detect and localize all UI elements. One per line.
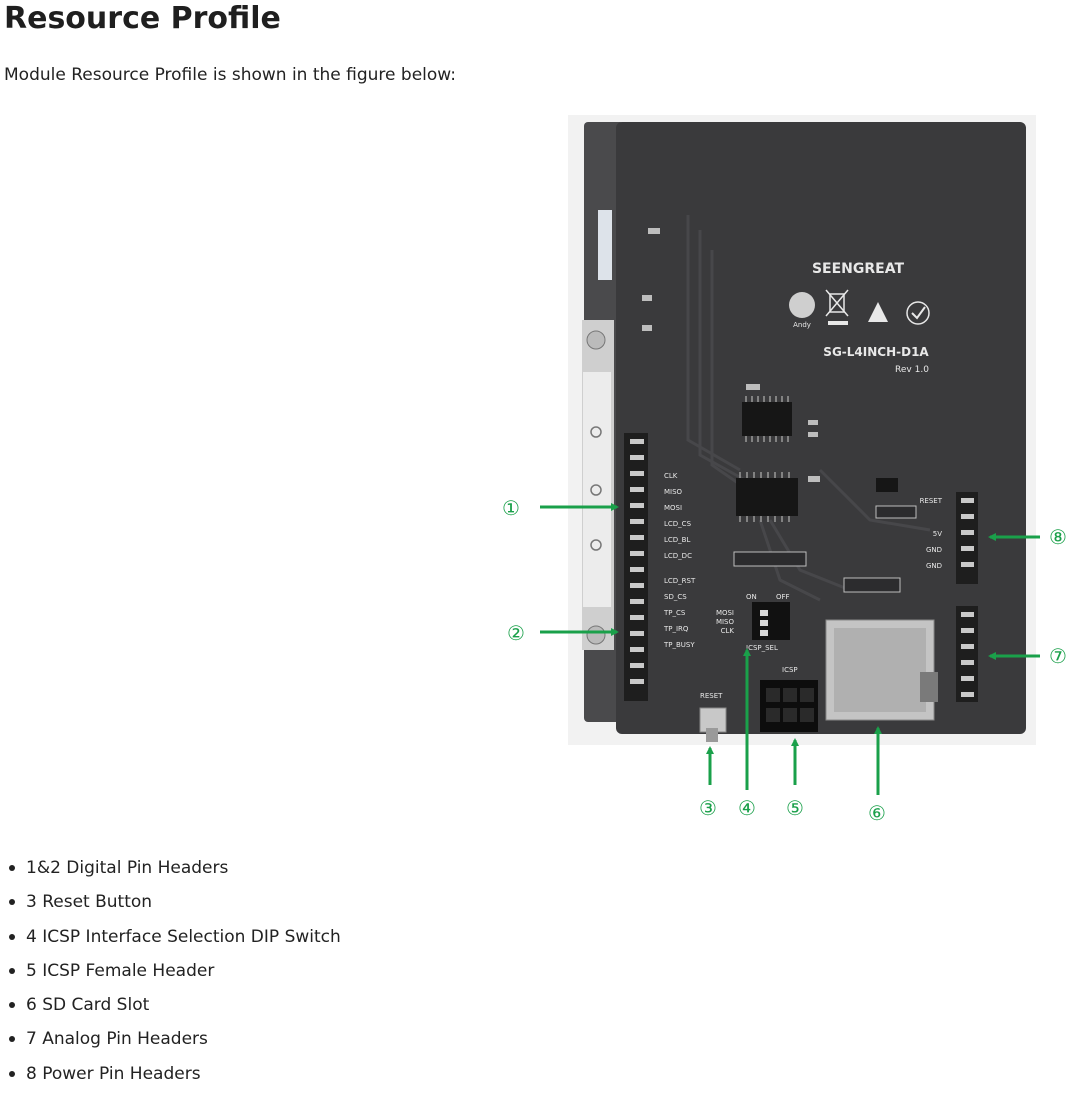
bracket-hole [590,484,602,496]
svg-text:OFF: OFF [776,593,790,601]
brand-text: SEENGREAT [812,261,905,277]
svg-text:GND: GND [926,546,942,554]
svg-text:LCD_DC: LCD_DC [664,552,692,560]
board-figure: SEENGREAT SG-L4INCH-D1A Rev 1.0 Andy [490,115,1075,830]
callout-3: ③ [699,796,717,820]
bullet-icon [9,1002,15,1009]
callout-4: ④ [738,796,756,820]
right-pin-labels: RESET 5V GND GND [920,497,943,570]
esd-warning-icon [868,302,888,322]
svg-text:LCD_BL: LCD_BL [664,536,690,544]
list-item: 3 Reset Button [4,888,341,922]
certification-icons: Andy [789,289,930,329]
bullet-icon [9,1070,15,1077]
svg-text:ICSP_SEL: ICSP_SEL [746,644,778,652]
svg-text:GND: GND [926,562,942,570]
label-sticker [598,210,612,280]
svg-text:SD_CS: SD_CS [664,593,687,601]
bullet-icon [9,967,15,974]
callout-6: ⑥ [868,801,886,825]
sd-card-slot [825,619,938,721]
svg-text:LCD_RST: LCD_RST [664,577,696,585]
icsp-header [760,680,818,732]
list-item: 5 ICSP Female Header [4,957,341,991]
screw-top [586,330,606,350]
bullet-icon [9,899,15,906]
analog-pin-header [956,606,978,702]
svg-text:ON: ON [746,593,757,601]
svg-text:CLK: CLK [721,627,735,635]
right-power-header [956,492,978,584]
weee-bin-icon [825,289,849,317]
model-text: SG-L4INCH-D1A [823,345,929,359]
svg-text:RESET: RESET [920,497,943,505]
callout-8: ⑧ [1049,525,1067,549]
reset-label: RESET [700,692,723,700]
cert-logo-icon [789,292,815,318]
bullet-icon [9,933,15,940]
svg-text:TP_BUSY: TP_BUSY [663,641,695,649]
svg-text:MOSI: MOSI [716,609,734,617]
list-item: 1&2 Digital Pin Headers [4,854,341,888]
svg-text:Andy: Andy [793,321,811,329]
dip-labels: ON OFF MOSI MISO CLK ICSP_SEL [716,593,790,652]
dip-switch [752,602,790,640]
svg-text:TP_IRQ: TP_IRQ [663,625,689,633]
page-title: Resource Profile [4,1,281,36]
rohs-check-icon [906,301,930,325]
callout-7: ⑦ [1049,644,1067,668]
icsp-label: ICSP [782,666,798,674]
screw-bottom [586,625,606,645]
pcb-board [616,122,1026,734]
smd-components [642,228,917,593]
intro-text: Module Resource Profile is shown in the … [4,65,456,85]
svg-text:5V: 5V [933,530,942,538]
list-item: 4 ICSP Interface Selection DIP Switch [4,923,341,957]
list-item: 6 SD Card Slot [4,991,341,1025]
callout-1: ① [502,496,520,520]
chip-lower [736,472,798,522]
rev-text: Rev 1.0 [895,365,929,375]
svg-text:MISO: MISO [716,618,735,626]
bullet-icon [9,1036,15,1043]
svg-text:MISO: MISO [664,488,683,496]
svg-text:CLK: CLK [664,472,678,480]
bullet-icon [9,865,15,871]
list-item: 7 Analog Pin Headers [4,1025,341,1059]
chip-upper [742,396,792,442]
list-item: 8 Power Pin Headers [4,1060,341,1094]
reset-button [699,707,727,742]
regulator-chip [876,478,898,492]
callout-5: ⑤ [786,796,804,820]
left-pin-header [624,433,648,701]
svg-text:LCD_CS: LCD_CS [664,520,692,528]
svg-text:MOSI: MOSI [664,504,682,512]
svg-text:TP_CS: TP_CS [663,609,686,617]
bracket-hole [590,426,602,438]
bracket-hole [590,539,602,551]
callout-2: ② [507,621,525,645]
resource-list: 1&2 Digital Pin Headers 3 Reset Button 4… [4,854,341,1094]
left-pin-labels: CLK MISO MOSI LCD_CS LCD_BL LCD_DC LCD_R… [663,472,696,649]
